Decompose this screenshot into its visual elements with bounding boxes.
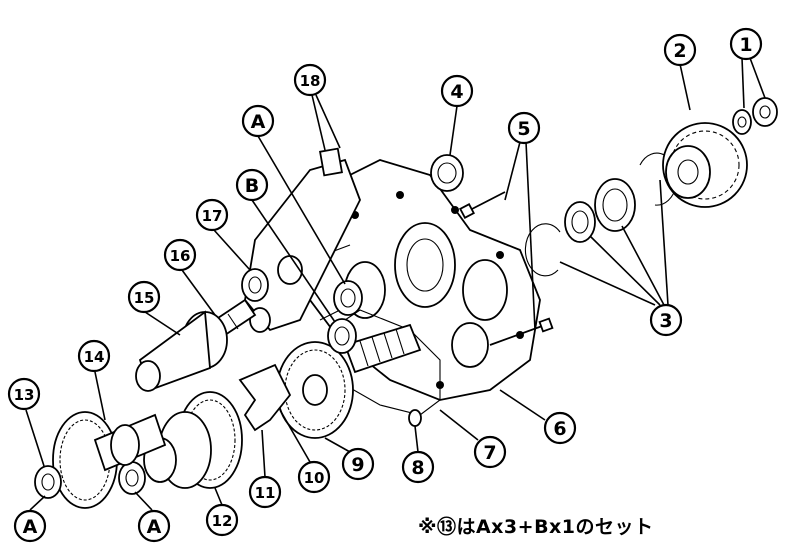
- callout-13-label: 13: [14, 386, 35, 404]
- callout-13: 13: [7, 377, 41, 411]
- callout-a-bottom-mid: A: [137, 509, 171, 543]
- callout-6-label: 6: [553, 418, 566, 440]
- gear-cluster: [118, 391, 243, 495]
- callout-a-bottom-left-label: A: [23, 516, 38, 538]
- parts-drawing: [34, 97, 778, 509]
- dowel-pin: [408, 409, 422, 427]
- callout-15-label: 15: [134, 289, 155, 307]
- long-bolts: [459, 191, 554, 346]
- callout-18-label: 18: [300, 72, 321, 90]
- callout-9: 9: [341, 447, 375, 481]
- callout-11: 11: [248, 475, 282, 509]
- callout-a-top: A: [241, 104, 275, 138]
- callout-b: B: [235, 168, 269, 202]
- callout-11-label: 11: [255, 484, 276, 502]
- circlips-and-bearings: [524, 152, 678, 277]
- callout-8: 8: [401, 450, 435, 484]
- callout-12: 12: [205, 503, 239, 537]
- callout-4: 4: [440, 74, 474, 108]
- callout-14-label: 14: [84, 348, 105, 366]
- callout-1-label: 1: [739, 34, 752, 56]
- callout-a-bottom-left: A: [13, 509, 47, 543]
- callout-10-label: 10: [304, 469, 325, 487]
- gasket: [329, 309, 441, 416]
- oil-seal: [430, 154, 464, 192]
- leader-lines: [25, 57, 766, 511]
- shaft-bearings: [327, 280, 363, 354]
- callout-10: 10: [297, 460, 331, 494]
- splined-shaft: [343, 323, 422, 374]
- callout-5: 5: [507, 111, 541, 145]
- callout-9-label: 9: [351, 454, 364, 476]
- input-bearing: [241, 268, 269, 302]
- callout-4-label: 4: [450, 81, 463, 103]
- callout-18: 18: [293, 63, 327, 97]
- callout-7: 7: [473, 435, 507, 469]
- callout-17: 17: [195, 198, 229, 232]
- callout-2: 2: [663, 33, 697, 67]
- callout-15: 15: [127, 280, 161, 314]
- end-bearing: [34, 465, 62, 499]
- callout-b-label: B: [245, 175, 259, 197]
- shift-fork: [238, 363, 292, 432]
- callout-a-top-label: A: [251, 111, 266, 133]
- callout-14: 14: [77, 339, 111, 373]
- sprocket: [662, 122, 748, 208]
- callout-6: 6: [543, 411, 577, 445]
- callout-3-label: 3: [659, 310, 672, 332]
- callout-3: 3: [649, 303, 683, 337]
- callout-5-label: 5: [517, 118, 530, 140]
- set-note: ※⑬はAx3+Bx1のセット: [418, 516, 654, 538]
- callout-1: 1: [729, 27, 763, 61]
- callout-12-label: 12: [212, 512, 233, 530]
- callout-17-label: 17: [202, 207, 223, 225]
- washer-and-nut: [732, 97, 778, 135]
- callout-a-bottom-mid-label: A: [147, 516, 162, 538]
- callout-16: 16: [163, 238, 197, 272]
- callout-7-label: 7: [483, 442, 496, 464]
- counter-gear: [135, 310, 228, 392]
- callout-16-label: 16: [170, 247, 191, 265]
- callout-2-label: 2: [673, 40, 686, 62]
- callout-8-label: 8: [411, 457, 424, 479]
- output-gear: [52, 411, 167, 509]
